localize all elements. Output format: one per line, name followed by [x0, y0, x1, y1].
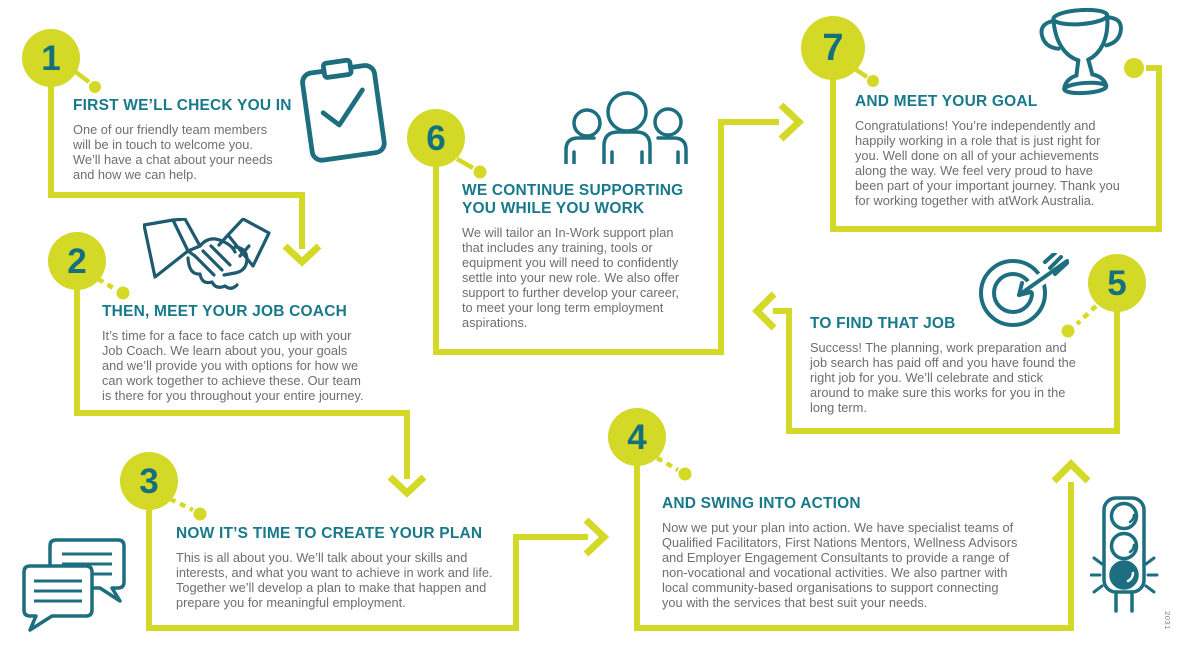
- step-1: FIRST WE’LL CHECK YOU IN One of our frie…: [73, 97, 318, 182]
- step-6-badge: 6: [407, 109, 465, 167]
- step-4: AND SWING INTO ACTION Now we put your pl…: [662, 495, 1057, 610]
- traffic-light-icon: [1090, 494, 1162, 616]
- arrow-right-step7: [778, 102, 805, 142]
- step-5: TO FIND THAT JOB Success! The planning, …: [810, 315, 1110, 415]
- step-1-body: One of our friendly team members will be…: [73, 122, 273, 182]
- step-2-body: It’s time for a face to face catch up wi…: [102, 328, 364, 403]
- path-step2-to-step3: [74, 289, 410, 479]
- step-5-body: Success! The planning, work preparation …: [810, 340, 1076, 415]
- step-5-number: 5: [1107, 263, 1127, 303]
- footnote-code: 2031: [1162, 611, 1172, 630]
- arrow-up-step5: [1051, 459, 1091, 484]
- step-7-number: 7: [822, 27, 844, 69]
- step-6-title: WE CONTINUE SUPPORTING YOU WHILE YOU WOR…: [462, 182, 684, 217]
- path-step3-to-step4: [146, 509, 588, 631]
- chat-bubbles-icon: [20, 538, 130, 632]
- path-step4-to-step5: [634, 465, 1074, 631]
- step-4-title: AND SWING INTO ACTION: [662, 495, 861, 512]
- path-end-dot: [1124, 58, 1144, 78]
- path-step7-end: [830, 65, 1162, 232]
- path-step6-to-step7: [433, 119, 779, 355]
- step-1-title: FIRST WE’LL CHECK YOU IN: [73, 97, 292, 114]
- step-2-number: 2: [67, 241, 87, 281]
- step-5-title: TO FIND THAT JOB: [810, 315, 956, 332]
- arrow-down-step2: [282, 243, 322, 267]
- step-7: AND MEET YOUR GOAL Congratulations! You’…: [855, 93, 1155, 208]
- trophy-icon: [1035, 5, 1131, 106]
- step-7-body: Congratulations! You’re independently an…: [855, 118, 1120, 208]
- arrow-down-step3: [387, 474, 427, 498]
- step-3-body: This is all about you. We’ll talk about …: [176, 550, 493, 610]
- step-6-body: We will tailor an In-Work support plan t…: [462, 225, 680, 330]
- step-7-title: AND MEET YOUR GOAL: [855, 93, 1038, 110]
- step-6: WE CONTINUE SUPPORTING YOU WHILE YOU WOR…: [462, 182, 722, 330]
- step-4-body: Now we put your plan into action. We hav…: [662, 520, 1018, 610]
- step-7-badge: 7: [801, 16, 865, 80]
- step-2: THEN, MEET YOUR JOB COACH It’s time for …: [102, 303, 402, 403]
- path-step1-to-step2: [48, 86, 305, 249]
- step-5-badge: 5: [1088, 254, 1146, 312]
- step-1-badge: 1: [22, 29, 80, 87]
- step-3-title: NOW IT’S TIME TO CREATE YOUR PLAN: [176, 525, 483, 542]
- step-4-number: 4: [627, 417, 647, 457]
- arrow-left-step6: [752, 291, 777, 331]
- step-3-number: 3: [139, 461, 159, 501]
- step-3-badge: 3: [120, 452, 178, 510]
- path-step5-to-step6: [773, 308, 1120, 434]
- step-3: NOW IT’S TIME TO CREATE YOUR PLAN This i…: [176, 525, 516, 610]
- team-icon: [560, 90, 692, 164]
- step-6-number: 6: [426, 118, 446, 158]
- clipboard-check-icon: [293, 53, 393, 168]
- arrow-right-step4: [583, 517, 610, 557]
- step-2-title: THEN, MEET YOUR JOB COACH: [102, 303, 347, 320]
- step-4-badge: 4: [608, 408, 666, 466]
- step-1-number: 1: [41, 38, 61, 78]
- handshake-icon: [143, 218, 271, 294]
- badge-pins: [71, 67, 1098, 521]
- target-arrow-icon: [975, 253, 1075, 339]
- step-2-badge: 2: [48, 232, 106, 290]
